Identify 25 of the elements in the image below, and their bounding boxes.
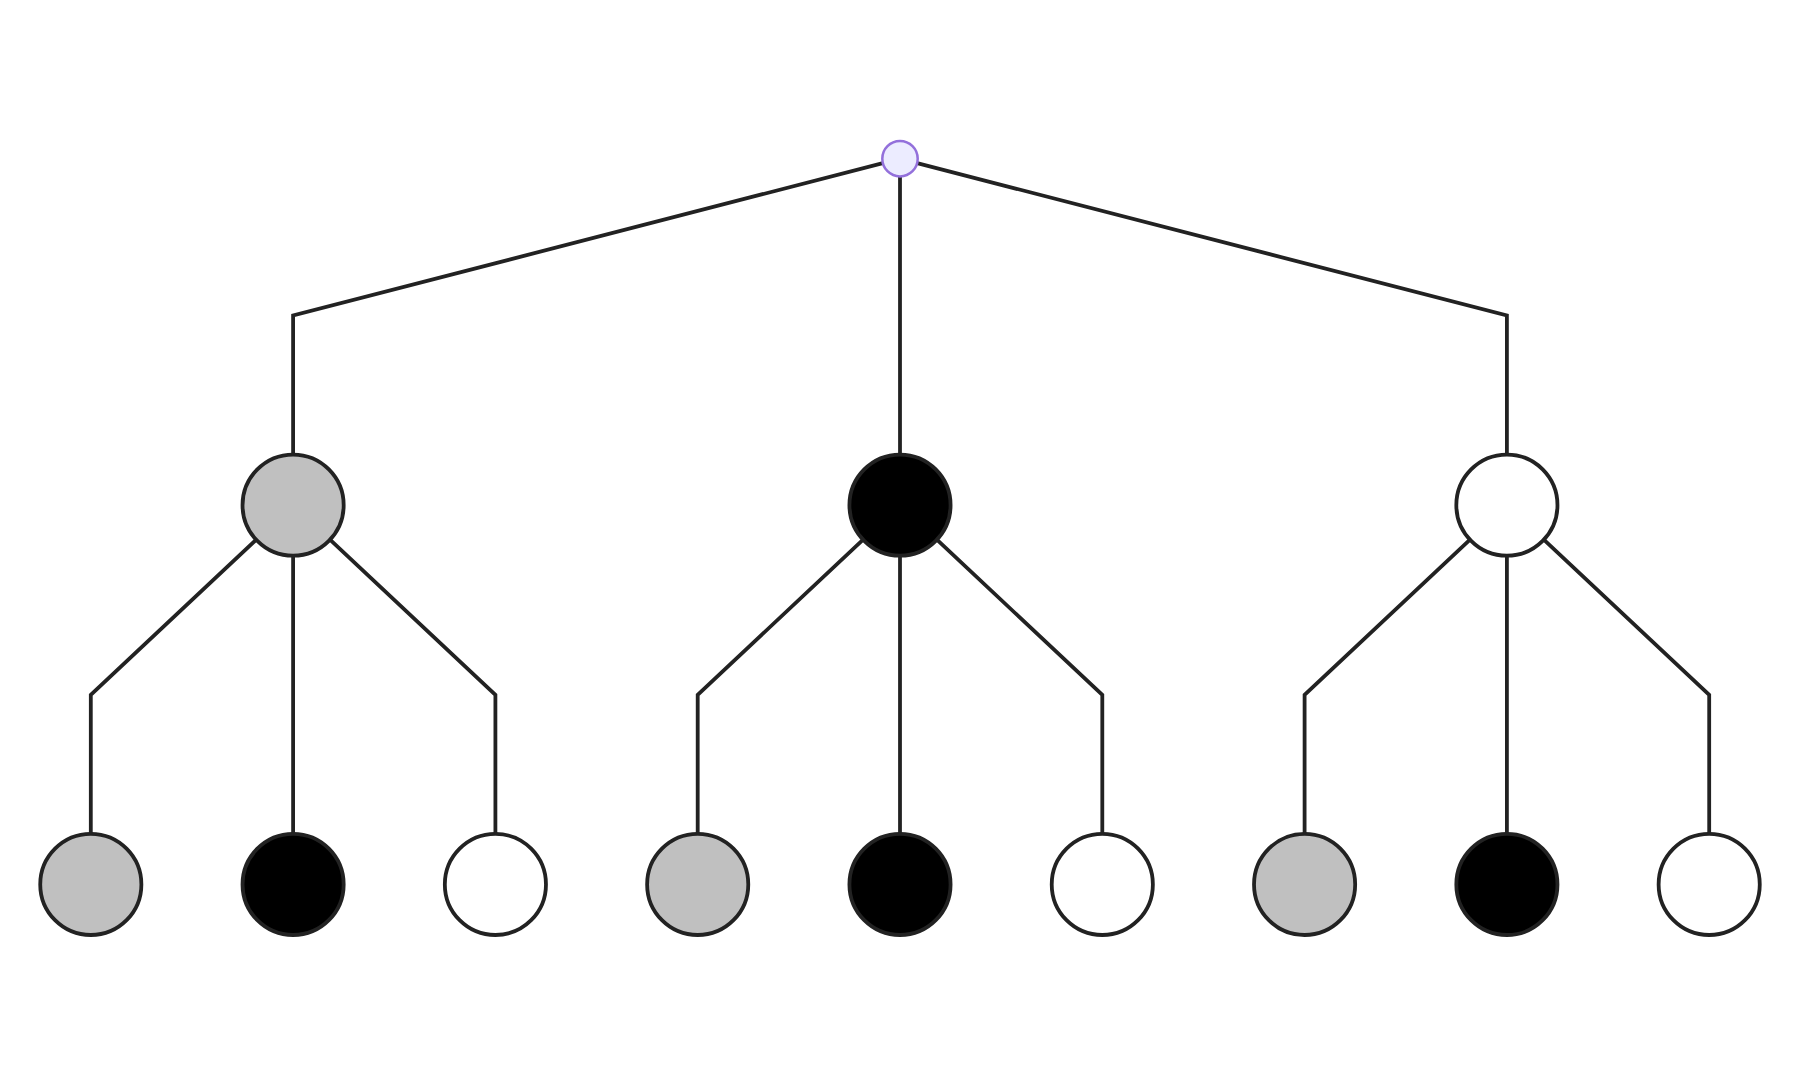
connector [291,555,295,834]
connector [88,538,258,834]
connector [695,538,865,834]
node-point [881,139,919,178]
node-circle [1252,831,1358,937]
node-circle [847,831,953,937]
connector [1505,555,1509,834]
node-circle [1656,831,1762,937]
node-circle [38,831,144,937]
node-circle [442,831,548,937]
node-circle [240,452,346,558]
node-circle [1049,831,1155,937]
connector [291,161,884,455]
node-circle [240,831,346,937]
connector [916,161,1509,455]
connector [898,176,902,455]
connector [328,538,498,834]
connector [898,555,902,834]
node-circle [645,831,751,937]
connector [935,538,1105,834]
connector [1302,538,1472,834]
node-circle [847,452,953,558]
node-circle [1454,831,1560,937]
node-circle [1454,452,1560,558]
connector [1542,538,1712,834]
